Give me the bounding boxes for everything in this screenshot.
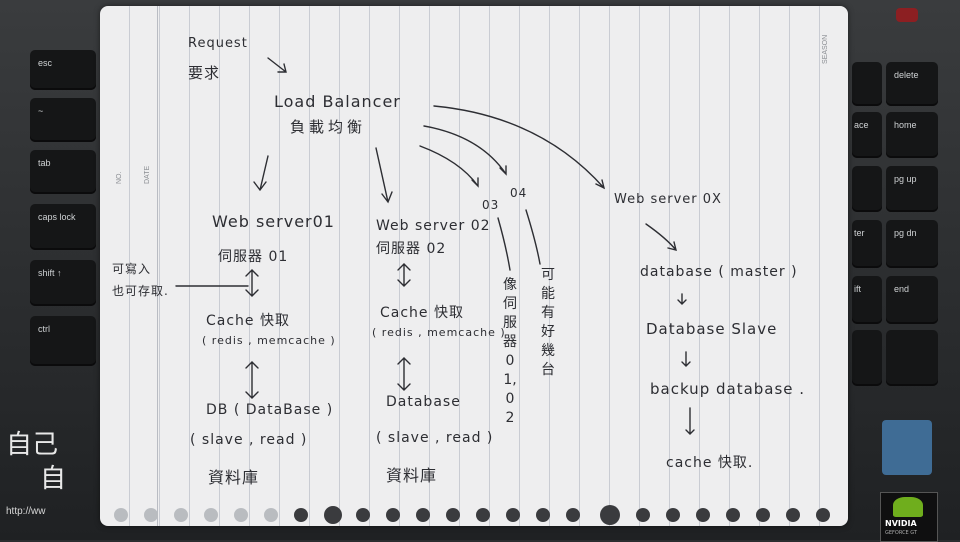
db-01-label: DB ( DataBase )	[206, 402, 334, 418]
key-backspace-partial: ace	[852, 112, 882, 158]
web-server-02-label-zh: 伺服器 02	[376, 241, 447, 257]
server-04-label: 04	[510, 186, 528, 200]
cache-01-label: Cache 快取	[206, 313, 290, 329]
key-end: end	[886, 276, 938, 324]
key-label: delete	[894, 70, 919, 80]
binder-hole	[636, 508, 650, 522]
key-label: caps lock	[38, 212, 76, 222]
key-label: ace	[854, 120, 869, 130]
key-pg-up: pg up	[886, 166, 938, 212]
cache-02-label: Cache 快取	[380, 305, 464, 321]
nvidia-logo-icon	[893, 497, 923, 517]
screen-text: 自	[40, 464, 67, 494]
key-caps-lock: caps lock	[30, 204, 96, 250]
binder-hole	[600, 505, 620, 525]
binder-hole	[506, 508, 520, 522]
key-label: ter	[854, 228, 865, 238]
key-label: ctrl	[38, 324, 50, 334]
binder-hole	[816, 508, 830, 522]
db-02-sub: ( slave , read )	[376, 430, 494, 446]
margin-line	[157, 6, 158, 526]
binder-hole	[566, 508, 580, 522]
binder-hole	[386, 508, 400, 522]
binder-hole	[696, 508, 710, 522]
binder-hole	[416, 508, 430, 522]
url-fragment: http://ww	[6, 506, 46, 517]
key-label: shift ↑	[38, 268, 62, 278]
cache-01-sub: ( redis , memcache )	[202, 334, 336, 347]
backup-db-label: backup database .	[650, 380, 806, 398]
binder-hole	[666, 508, 680, 522]
key-label: home	[894, 120, 917, 130]
key-delete: delete	[886, 62, 938, 106]
side-note-line2: 也可存取.	[112, 284, 169, 298]
key-label: esc	[38, 58, 53, 68]
key-label: ~	[38, 106, 44, 116]
binder-hole	[324, 506, 342, 524]
screen-text: 自己	[6, 430, 59, 460]
red-power-button	[896, 8, 918, 22]
binder-hole	[446, 508, 460, 522]
db-slave-label: Database Slave	[646, 320, 778, 338]
binder-hole	[476, 508, 490, 522]
web-server-01-label-zh: 伺服器 01	[218, 249, 289, 265]
key-label: pg dn	[894, 228, 917, 238]
load-balancer-label-zh: 負載均衡	[290, 118, 367, 136]
request-label-zh: 要求	[188, 64, 221, 82]
key-partial	[852, 62, 882, 106]
cache-02-sub: ( redis , memcache )	[372, 326, 506, 339]
binder-hole	[786, 508, 800, 522]
binder-hole	[356, 508, 370, 522]
binder-hole	[726, 508, 740, 522]
web-server-0x-label: Web server 0X	[614, 192, 722, 207]
db-master-label: database ( master )	[640, 264, 798, 280]
side-note-line1: 可寫入	[112, 262, 152, 276]
server-03-label: 03	[482, 198, 500, 212]
arrow-sketches	[175, 57, 695, 435]
gpu-brand: NVIDIA	[885, 519, 917, 528]
db-01-label-zh: 資料庫	[208, 468, 260, 487]
key-label: end	[894, 284, 910, 294]
db-01-sub: ( slave , read )	[190, 432, 308, 448]
key-partial	[852, 330, 882, 386]
binder-hole	[756, 508, 770, 522]
key-tilde: ~	[30, 98, 96, 142]
binder-hole	[234, 508, 248, 522]
key-partial	[852, 166, 882, 212]
db-02-label: Database	[386, 394, 461, 410]
binder-hole	[174, 508, 188, 522]
key-label: tab	[38, 158, 51, 168]
vertical-note-04: 可能有好幾台	[541, 267, 555, 378]
key-shift: shift ↑	[30, 260, 96, 306]
key-label: ift	[854, 284, 862, 294]
windows-sticker	[882, 420, 932, 475]
key-partial	[886, 330, 938, 386]
notebook-paper: NO. DATE SEASON Request 要求 Load Balancer…	[100, 6, 848, 526]
key-label: pg up	[894, 174, 917, 184]
web-server-01-label: Web server01	[212, 212, 335, 231]
cache-final-label: cache 快取.	[666, 455, 754, 471]
key-enter-partial: ter	[852, 220, 882, 268]
vertical-note-03: 像伺服器01,02	[503, 277, 517, 426]
key-shift-partial: ift	[852, 276, 882, 324]
binder-hole	[114, 508, 128, 522]
binder-hole	[536, 508, 550, 522]
request-label: Request	[188, 36, 248, 51]
binder-hole	[204, 508, 218, 522]
load-balancer-label: Load Balancer	[274, 92, 401, 111]
binder-hole	[144, 508, 158, 522]
key-home: home	[886, 112, 938, 158]
key-tab: tab	[30, 150, 96, 194]
key-pg-dn: pg dn	[886, 220, 938, 268]
web-server-02-label: Web server 02	[376, 218, 491, 234]
gpu-sub: GEFORCE GT	[885, 530, 918, 536]
binder-hole	[264, 508, 278, 522]
key-ctrl: ctrl	[30, 316, 96, 366]
binder-hole	[294, 508, 308, 522]
db-02-label-zh: 資料庫	[386, 466, 438, 485]
key-esc: esc	[30, 50, 96, 90]
nvidia-sticker: NVIDIA GEFORCE GT	[880, 492, 938, 542]
